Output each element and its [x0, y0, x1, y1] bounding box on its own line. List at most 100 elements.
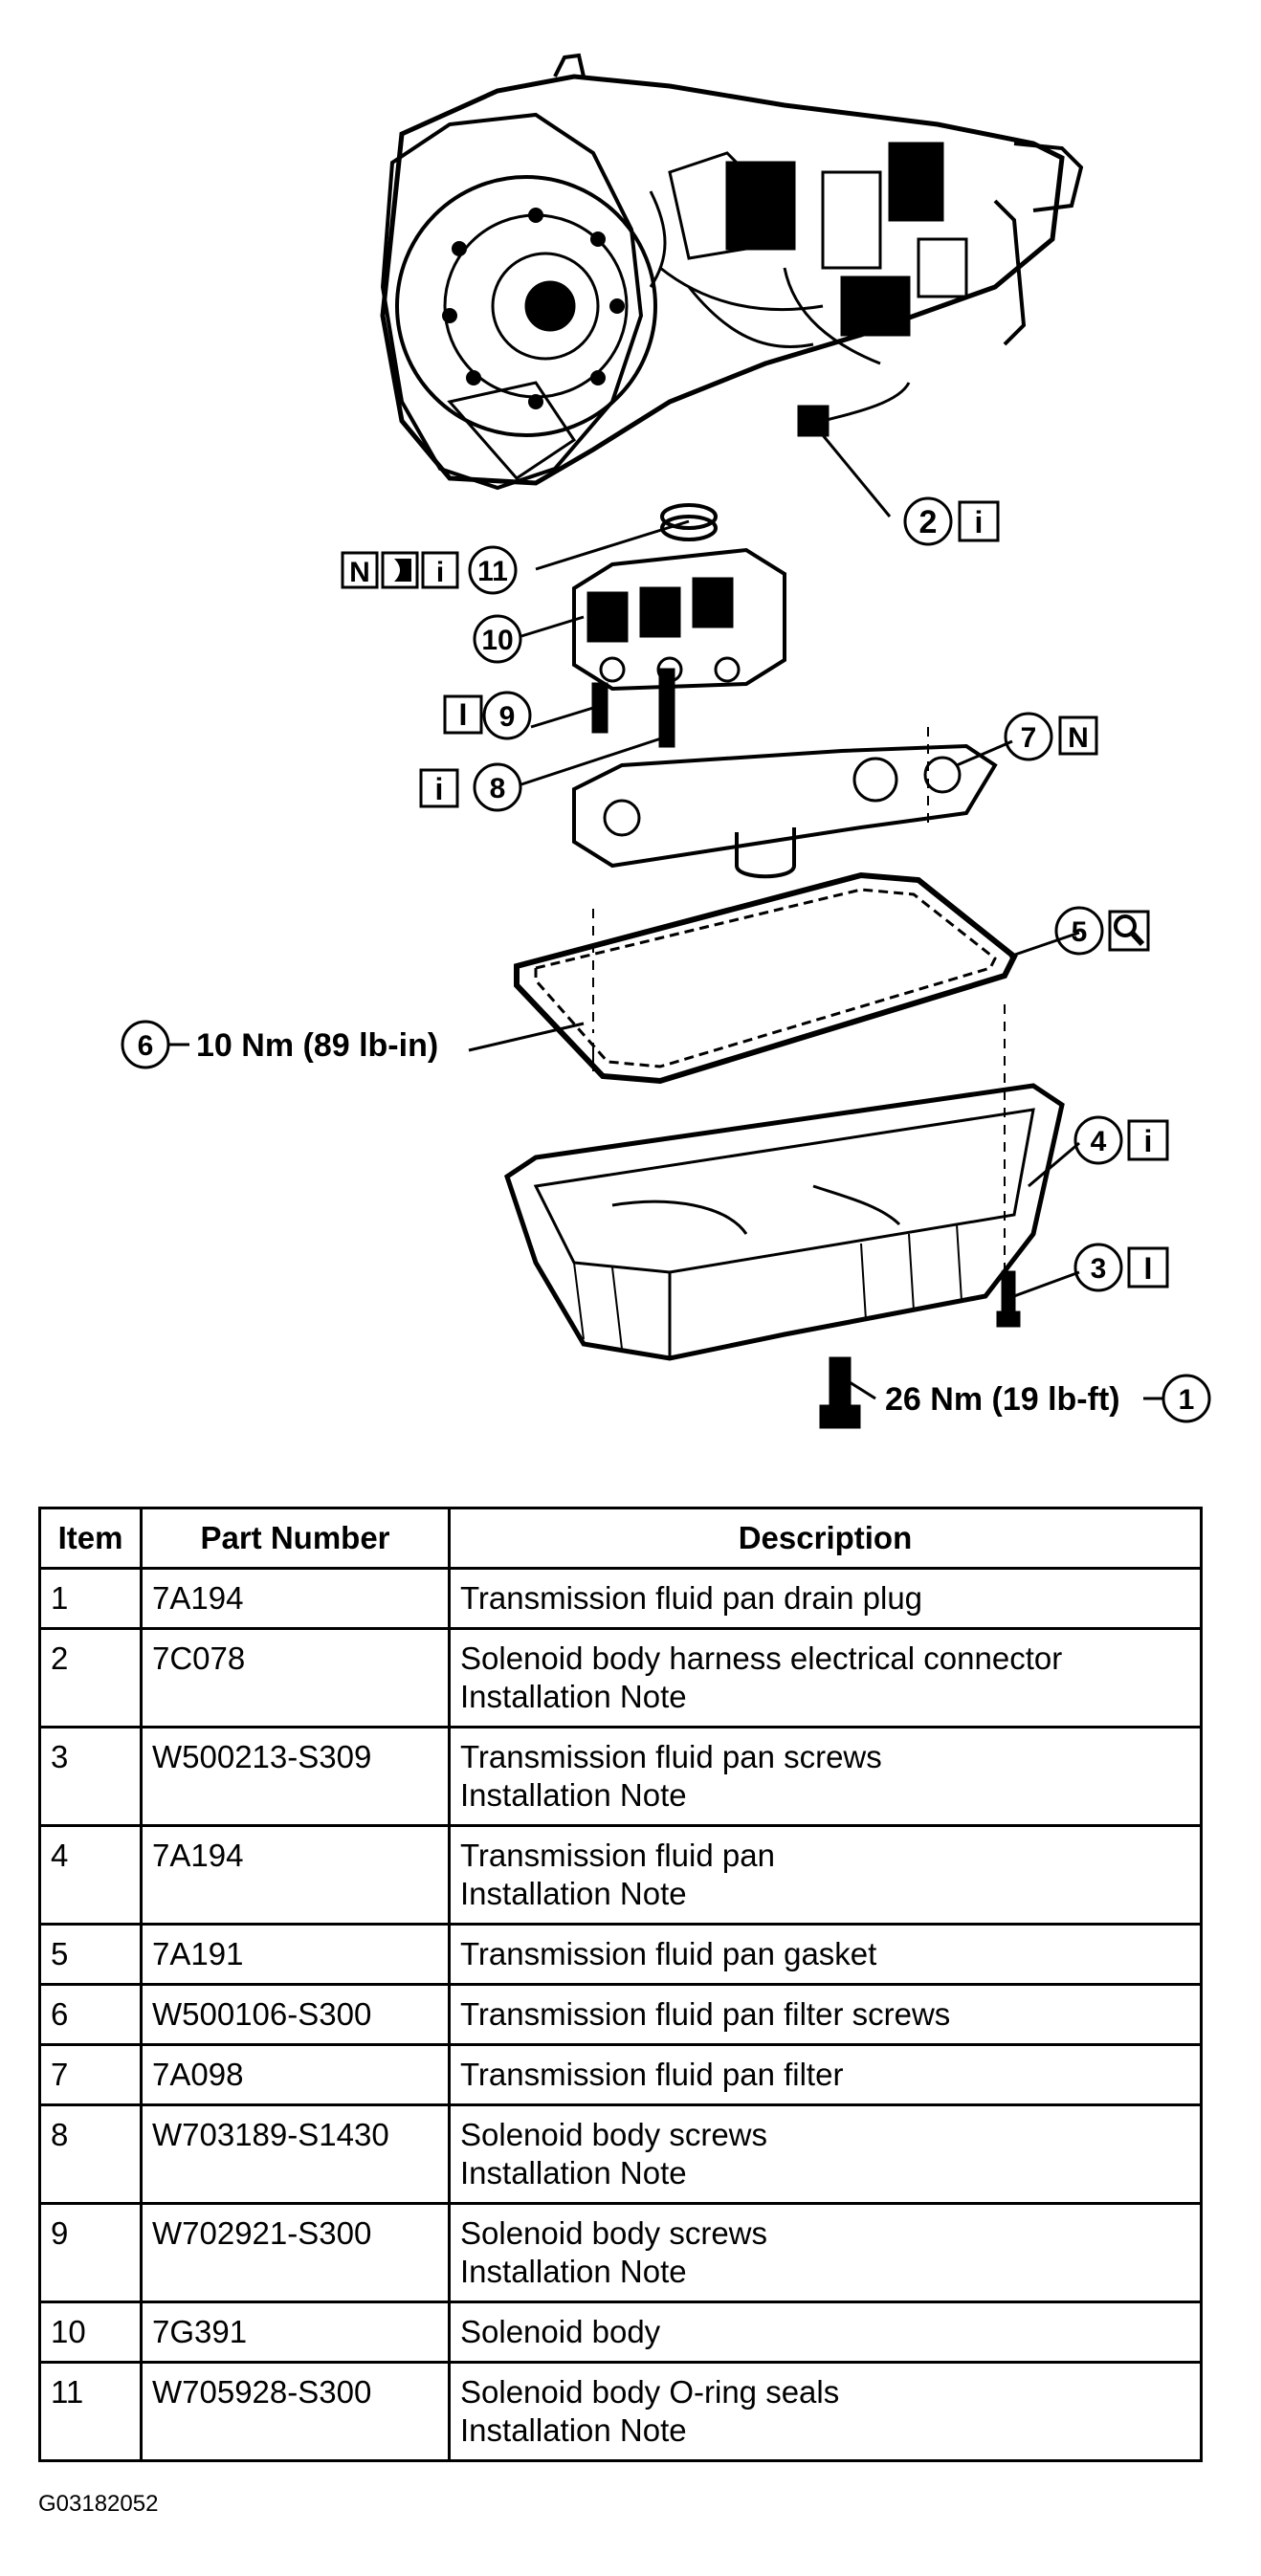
svg-text:i: i [1144, 1124, 1153, 1158]
fluid-filter [572, 743, 998, 879]
torque-filter-screws: 10 Nm (89 lb-in) [196, 1027, 438, 1064]
description-line: Installation Note [460, 2155, 687, 2191]
item-cell: 8 [38, 2103, 143, 2205]
figure-id: G03182052 [38, 2491, 159, 2517]
pan-screw [996, 1270, 1021, 1328]
svg-text:I: I [459, 697, 468, 732]
svg-text:9: 9 [499, 701, 516, 733]
transmission-assembly [380, 53, 1084, 491]
solenoid-body [572, 547, 786, 692]
svg-text:11: 11 [477, 556, 508, 587]
item-cell: 9 [38, 2202, 143, 2303]
part-number-cell: W500106-S300 [140, 1983, 451, 2046]
svg-text:10: 10 [481, 625, 513, 656]
tech-tip-icon [394, 559, 411, 582]
description-line: Transmission fluid pan drain plug [460, 1580, 923, 1616]
callout-8: i 8 [419, 762, 522, 812]
svg-text:I: I [1144, 1251, 1153, 1286]
description-cell: Transmission fluid pan drain plug [448, 1567, 1203, 1630]
description-line: Transmission fluid pan filter screws [460, 1996, 951, 2032]
header-description: Description [448, 1507, 1203, 1570]
part-number-cell: 7A191 [140, 1923, 451, 1986]
svg-text:3: 3 [1091, 1253, 1107, 1285]
description-line: Solenoid body harness electrical connect… [460, 1640, 1063, 1676]
table-header-row: Item Part Number Description [38, 1507, 1203, 1570]
callout-4: 4 i [1073, 1115, 1169, 1165]
fluid-pan [504, 1083, 1065, 1361]
svg-text:N: N [349, 557, 370, 588]
exploded-transmission-diagram: 2 i N i 11 10 I 9 i 8 7 N 5 [121, 53, 1211, 1429]
callout-2: 2 i [903, 496, 1000, 546]
item-cell: 3 [38, 1726, 143, 1827]
pan-gasket [514, 871, 1018, 1085]
item-cell: 6 [38, 1983, 143, 2046]
item-cell: 5 [38, 1923, 143, 1986]
svg-text:7: 7 [1021, 722, 1037, 754]
part-number-cell: 7C078 [140, 1627, 451, 1728]
svg-text:6: 6 [138, 1030, 154, 1062]
header-item: Item [38, 1507, 143, 1570]
description-line: Solenoid body O-ring seals [460, 2374, 840, 2410]
description-line: Solenoid body screws [460, 2215, 768, 2251]
item-cell: 10 [38, 2301, 143, 2364]
part-number-cell: 7A194 [140, 1824, 451, 1926]
description-line: Transmission fluid pan gasket [460, 1936, 877, 1971]
svg-text:5: 5 [1072, 916, 1088, 948]
callout-1: 26 Nm (19 lb-ft) 1 [885, 1374, 1211, 1423]
svg-text:1: 1 [1179, 1384, 1195, 1416]
description-line: Transmission fluid pan filter [460, 2057, 844, 2092]
svg-text:N: N [1068, 722, 1089, 754]
description-line: Installation Note [460, 1777, 687, 1813]
header-part-number: Part Number [140, 1507, 451, 1570]
svg-text:i: i [435, 772, 444, 806]
description-line: Installation Note [460, 2254, 687, 2289]
callout-11: N i 11 [341, 545, 518, 595]
callout-7: 7 N [1004, 712, 1098, 761]
part-number-cell: W703189-S1430 [140, 2103, 451, 2205]
item-cell: 7 [38, 2043, 143, 2106]
callout-10: 10 [473, 614, 522, 664]
part-number-cell: 7A098 [140, 2043, 451, 2106]
svg-text:4: 4 [1091, 1126, 1107, 1157]
svg-text:2: 2 [919, 504, 938, 540]
callout-9: I 9 [443, 691, 532, 740]
item-cell: 2 [38, 1627, 143, 1728]
description-cell: Solenoid body harness electrical connect… [448, 1627, 1203, 1728]
description-line: Transmission fluid pan screws [460, 1739, 882, 1774]
solenoid-screws [591, 668, 675, 748]
description-line: Transmission fluid pan [460, 1838, 775, 1873]
item-cell: 11 [38, 2361, 143, 2462]
description-line: Installation Note [460, 2412, 687, 2448]
o-ring-seal [660, 503, 718, 541]
callout-5: 5 [1054, 906, 1150, 956]
part-number-cell: 7A194 [140, 1567, 451, 1630]
part-number-cell: 7G391 [140, 2301, 451, 2364]
svg-text:i: i [436, 557, 444, 588]
item-cell: 4 [38, 1824, 143, 1926]
svg-text:8: 8 [490, 773, 506, 804]
description-cell: Transmission fluid pan gasket [448, 1923, 1203, 1986]
callout-6: 6 10 Nm (89 lb-in) [121, 1020, 438, 1069]
svg-text:i: i [975, 505, 984, 539]
torque-drain-plug: 26 Nm (19 lb-ft) [885, 1381, 1120, 1418]
part-number-cell: W705928-S300 [140, 2361, 451, 2462]
description-cell: Transmission fluid pan filter screws [448, 1983, 1203, 2046]
